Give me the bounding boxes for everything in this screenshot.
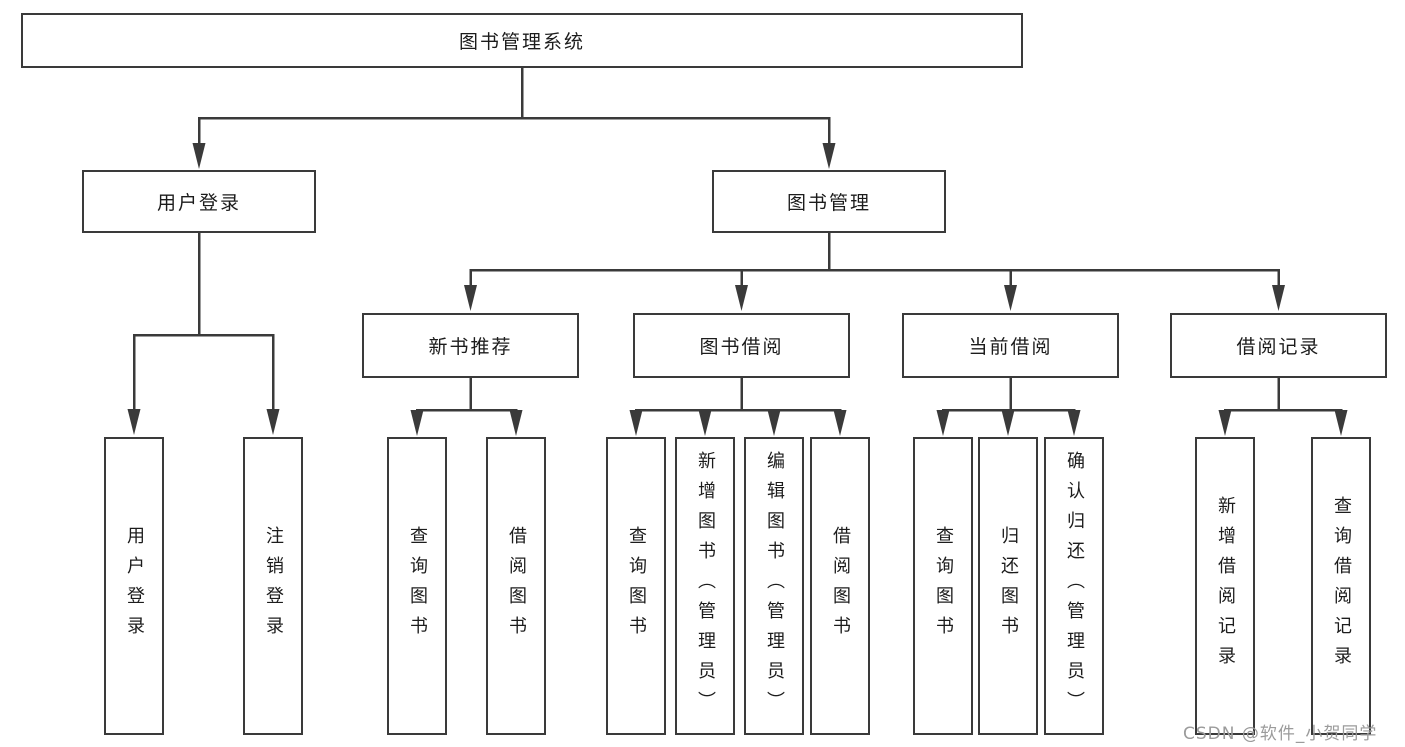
leaf-label: 查询借阅记录 bbox=[1331, 496, 1352, 676]
node-library-management-system: 图书管理系统 bbox=[21, 13, 1023, 68]
leaf-borrow-books: 借阅图书 bbox=[810, 437, 870, 735]
leaf-add-books-admin: 新增图书（管理员） bbox=[675, 437, 735, 735]
leaf-query-books-recommend: 查询图书 bbox=[387, 437, 447, 735]
node-book-borrow: 图书借阅 bbox=[633, 313, 850, 378]
node-label: 图书借阅 bbox=[699, 336, 784, 358]
leaf-return-books: 归还图书 bbox=[978, 437, 1038, 735]
leaf-label: 用户登录 bbox=[124, 526, 145, 646]
node-label: 新书推荐 bbox=[428, 336, 513, 358]
node-book-management: 图书管理 bbox=[712, 170, 946, 233]
node-borrow-records: 借阅记录 bbox=[1170, 313, 1387, 378]
leaf-label: 借阅图书 bbox=[830, 526, 851, 646]
leaf-edit-books-admin: 编辑图书（管理员） bbox=[744, 437, 804, 735]
leaf-label: 归还图书 bbox=[998, 526, 1019, 646]
node-label: 图书管理系统 bbox=[458, 31, 585, 53]
node-user-login: 用户登录 bbox=[82, 170, 316, 233]
leaf-query-books-current: 查询图书 bbox=[913, 437, 973, 735]
leaf-label: 编辑图书（管理员） bbox=[764, 451, 785, 721]
arrowheads bbox=[127, 143, 1348, 436]
node-label: 借阅记录 bbox=[1236, 336, 1321, 358]
leaf-query-borrow-record: 查询借阅记录 bbox=[1311, 437, 1371, 735]
leaf-label: 借阅图书 bbox=[506, 526, 527, 646]
leaf-add-borrow-record: 新增借阅记录 bbox=[1195, 437, 1255, 735]
csdn-watermark: CSDN @软件_小贺同学 bbox=[1183, 724, 1378, 744]
leaf-label: 新增图书（管理员） bbox=[695, 451, 716, 721]
leaf-label: 查询图书 bbox=[933, 526, 954, 646]
leaf-label: 查询图书 bbox=[407, 526, 428, 646]
leaf-confirm-return-admin: 确认归还（管理员） bbox=[1044, 437, 1104, 735]
leaf-label: 新增借阅记录 bbox=[1215, 496, 1236, 676]
leaf-label: 确认归还（管理员） bbox=[1064, 451, 1085, 721]
node-current-borrow: 当前借阅 bbox=[902, 313, 1119, 378]
leaf-user-login: 用户登录 bbox=[104, 437, 164, 735]
node-label: 用户登录 bbox=[156, 192, 241, 214]
leaf-label: 注销登录 bbox=[263, 526, 284, 646]
leaf-borrow-books-recommend: 借阅图书 bbox=[486, 437, 546, 735]
leaf-logout: 注销登录 bbox=[243, 437, 303, 735]
node-label: 图书管理 bbox=[786, 192, 871, 214]
leaf-query-books-borrow: 查询图书 bbox=[606, 437, 666, 735]
node-label: 当前借阅 bbox=[968, 336, 1053, 358]
leaf-label: 查询图书 bbox=[626, 526, 647, 646]
node-new-book-recommend: 新书推荐 bbox=[362, 313, 579, 378]
